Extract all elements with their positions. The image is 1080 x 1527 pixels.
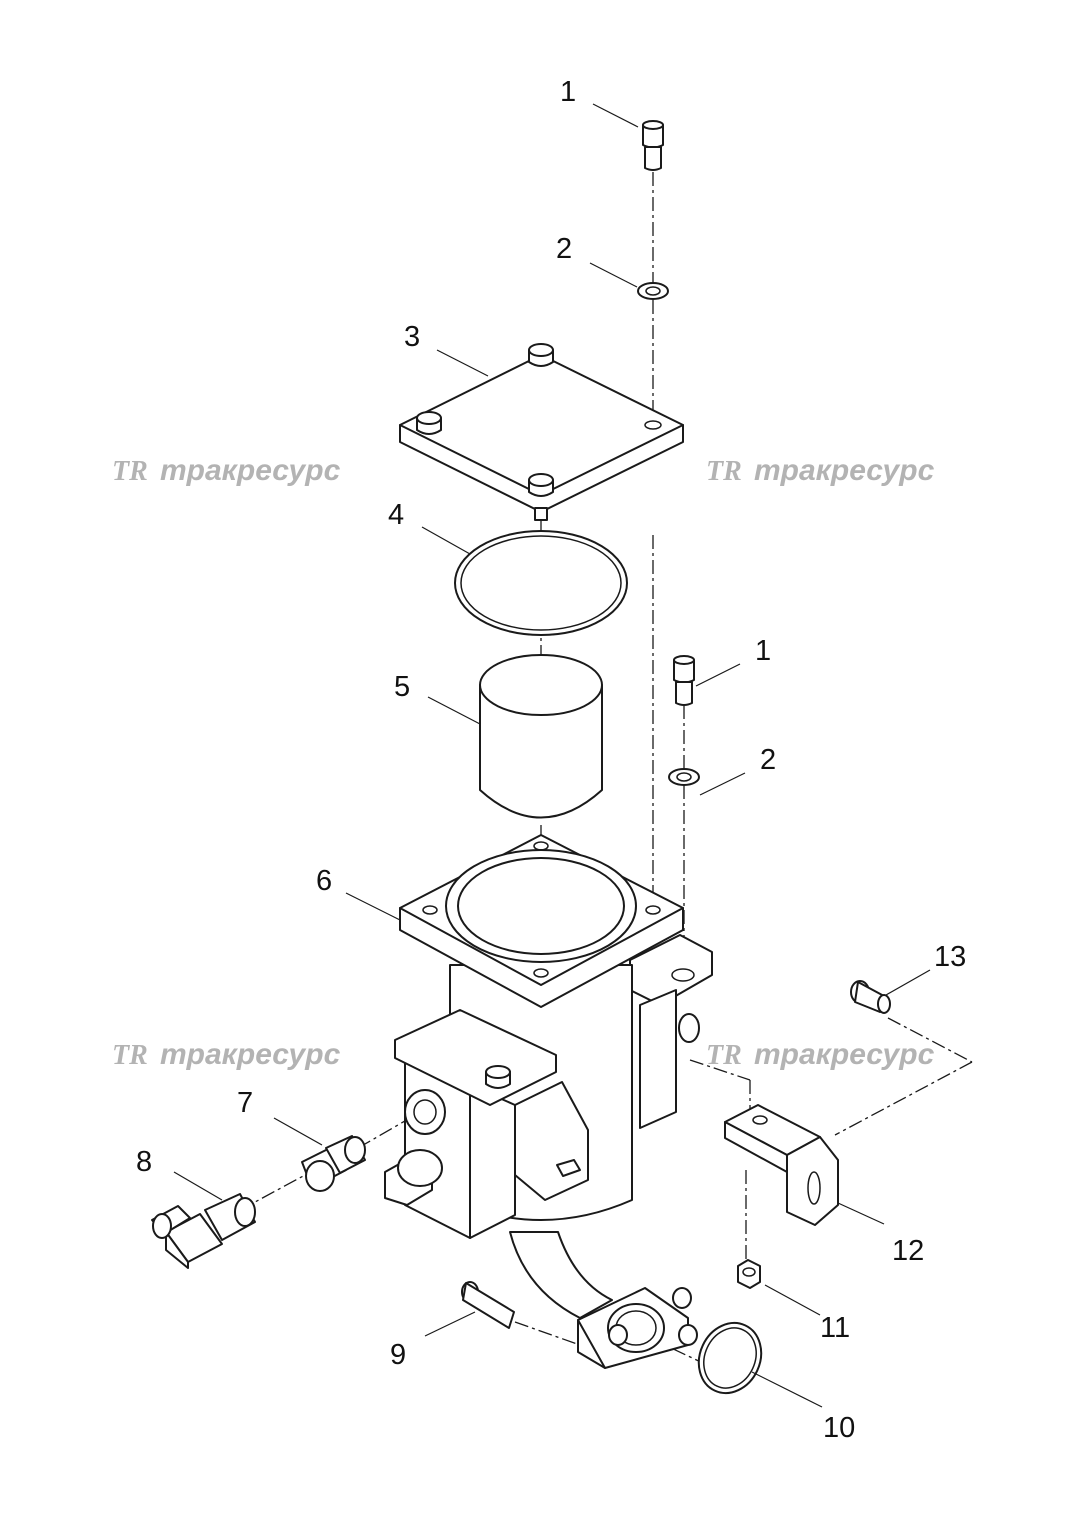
adapter-fitting [301, 1135, 366, 1192]
callout-6: 6 [316, 865, 332, 897]
watermark-mid-right: TR тракресурс [706, 1038, 935, 1071]
callout-8: 8 [136, 1146, 152, 1178]
watermark-logo: TR [706, 456, 742, 487]
callout-3: 3 [404, 321, 420, 353]
filter-housing [384, 834, 713, 1319]
leader-lines [173, 103, 931, 1408]
callout-10: 10 [823, 1412, 855, 1444]
callout-4: 4 [388, 499, 404, 531]
callout-11: 11 [820, 1312, 850, 1344]
callout-1-middle: 1 [755, 635, 771, 667]
callout-13: 13 [934, 941, 966, 973]
callout-9: 9 [390, 1339, 406, 1371]
watermark-text: тракресурс [754, 454, 935, 487]
callout-7: 7 [237, 1087, 253, 1119]
watermark-mid-left: TR тракресурс [112, 1038, 341, 1071]
callout-2-middle: 2 [760, 744, 776, 776]
filter-element [479, 654, 603, 819]
watermark-top-left: TR тракресурс [112, 454, 341, 487]
washer-top [637, 282, 669, 300]
watermark-text: тракресурс [754, 1038, 935, 1071]
callout-1-top: 1 [560, 76, 576, 108]
outlet-flange [577, 1287, 698, 1369]
washer-middle [668, 768, 700, 786]
callouts: 1 2 3 4 5 6 1 2 7 8 9 10 11 12 13 [136, 76, 966, 1444]
nut [737, 1259, 761, 1289]
watermark-text: тракресурс [160, 454, 341, 487]
cover-plate [399, 343, 684, 521]
o-ring-small [697, 1321, 763, 1395]
mounting-bracket [724, 1104, 839, 1226]
callout-2-top: 2 [556, 233, 572, 265]
watermark-top-right: TR тракресурс [706, 454, 935, 487]
callout-12: 12 [892, 1235, 924, 1267]
bolt-middle [673, 655, 695, 706]
watermark-logo: TR [112, 456, 148, 487]
bolt-top [642, 120, 664, 171]
elbow-fitting [151, 1193, 256, 1269]
bolt-small [850, 980, 891, 1014]
flange-bolt [461, 1281, 515, 1329]
callout-5: 5 [394, 671, 410, 703]
watermark-logo: TR [112, 1040, 148, 1071]
watermark-logo: TR [706, 1040, 742, 1071]
o-ring-large [454, 530, 628, 636]
watermark-text: тракресурс [160, 1038, 341, 1071]
